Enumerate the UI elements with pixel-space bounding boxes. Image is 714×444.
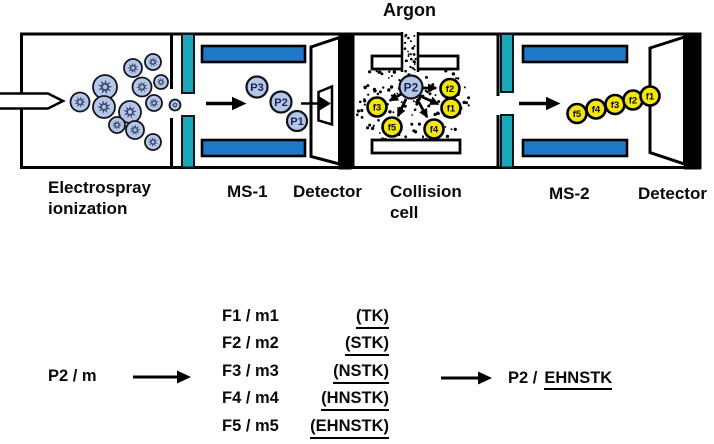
ion-p3: P3 <box>245 75 269 99</box>
orifice-gap <box>493 96 503 115</box>
fragment-f5-collision: f5 <box>381 116 403 138</box>
fragment-f4-ms2: f4 <box>585 98 607 120</box>
ms2-rod-bottom <box>521 138 629 158</box>
detector1-plate <box>338 32 352 170</box>
label-collision-line2: cell <box>390 203 419 222</box>
detector2-horn <box>648 34 686 167</box>
fragment-row: F1 / m1 (TK) <box>222 307 389 334</box>
skimmer-lens-2 <box>500 33 514 169</box>
fragment-f4-label: f4 <box>430 125 439 136</box>
fragment-f1-ms2: f1 <box>639 85 661 107</box>
fragment-f4-collision: f4 <box>423 118 445 140</box>
scheme-precursor: P2 / m <box>48 367 97 385</box>
skimmer-lens-1 <box>181 33 195 169</box>
fragment-sequence: (EHNSTK) <box>310 417 389 439</box>
fragment-f1-collision: f1 <box>440 97 462 119</box>
ion-p2-ms1: P2 <box>269 90 293 114</box>
fragment-id: F1 / m1 <box>222 307 279 325</box>
scheme-arrow-2-icon <box>441 371 492 385</box>
fragment-row: F4 / m4 (HNSTK) <box>222 389 389 416</box>
detector1 <box>301 32 352 170</box>
fragment-f3-ms2-label: f3 <box>611 100 619 111</box>
label-detector1: Detector <box>293 182 362 201</box>
mass-spectrometer-diagram: P3 P2 P1 P2 f3 f2 f1 f5 <box>0 31 702 170</box>
ms2-rod-top <box>521 44 629 64</box>
fragment-id: F5 / m5 <box>222 416 279 435</box>
ms1-rod-bottom <box>200 138 307 158</box>
collision-electrode-bottom <box>370 138 462 155</box>
label-ms2: MS-2 <box>549 184 590 203</box>
fragment-f3-ms2: f3 <box>604 93 626 116</box>
label-detector2: Detector <box>638 184 707 203</box>
ion-p2-collision-label: P2 <box>404 81 419 95</box>
fragment-row: F5 / m5 (EHNSTK) <box>222 417 389 444</box>
fragmentation-arrows-icon <box>388 83 440 119</box>
fragment-id: F3 / m3 <box>222 361 279 380</box>
ms1-beam-arrow-icon <box>206 96 247 111</box>
ion-p1-label: P1 <box>290 116 303 128</box>
fragment-f5-ms2: f5 <box>566 102 588 125</box>
label-collision-cell: Collision cell <box>390 181 462 223</box>
label-ms1: MS-1 <box>227 182 268 201</box>
ms2-beam-arrow-icon <box>519 96 561 111</box>
ion-p2-ms1-label: P2 <box>274 97 287 109</box>
label-electrospray-ionization: Electrospray ionization <box>48 177 151 219</box>
scheme-arrow-1-icon <box>133 370 191 384</box>
fragment-row: F2 / m2 (STK) <box>222 334 389 361</box>
detector2-plate <box>684 32 701 170</box>
fragment-f3-label: f3 <box>373 103 381 114</box>
label-collision-line1: Collision <box>390 182 462 201</box>
fragment-f2-collision: f2 <box>439 77 461 100</box>
argon-label-text: Argon <box>383 0 436 20</box>
ion-p3-label: P3 <box>250 82 263 94</box>
fragment-sequence: (STK) <box>345 334 389 357</box>
fragment-f3-collision: f3 <box>366 96 388 118</box>
fragment-list: F1 / m1 (TK) F2 / m2 (STK) F3 / m3 (NSTK… <box>222 307 389 444</box>
label-esi-line1: Electrospray <box>48 178 151 197</box>
fragment-f2-label: f2 <box>446 84 454 95</box>
label-esi-line2: ionization <box>48 199 128 218</box>
fragment-id: F4 / m4 <box>222 389 279 408</box>
fragment-f4-ms2-label: f4 <box>592 105 601 116</box>
fragment-f5-label: f5 <box>388 123 397 134</box>
fragment-f2-ms2-label: f2 <box>629 96 637 107</box>
detector2 <box>648 32 701 170</box>
detector1-arrowhead-icon <box>319 96 331 111</box>
fragment-f1-label: f1 <box>447 104 456 115</box>
ms1-rod-top <box>200 44 307 64</box>
scheme-result-sequence: EHNSTK <box>544 369 613 390</box>
fragment-id: F2 / m2 <box>222 334 279 353</box>
scheme-result-prefix: P2 / <box>508 369 538 387</box>
spray-droplets <box>69 53 182 151</box>
electrospray-needle-icon <box>0 92 66 110</box>
ion-p1: P1 <box>285 109 309 133</box>
fragment-f5-ms2-label: f5 <box>573 109 582 120</box>
fragment-sequence: (TK) <box>356 307 389 329</box>
fragment-f1-ms2-label: f1 <box>646 92 655 103</box>
scheme-result: P2 / EHNSTK <box>508 368 613 390</box>
argon-inlet-dots <box>403 33 417 73</box>
fragment-sequence: (HNSTK) <box>321 389 389 412</box>
ion-p2-collision: P2 <box>398 74 424 100</box>
fragment-sequence: (NSTK) <box>333 362 389 384</box>
argon-label: Argon <box>383 0 436 21</box>
fragment-row: F3 / m3 (NSTK) <box>222 362 389 389</box>
